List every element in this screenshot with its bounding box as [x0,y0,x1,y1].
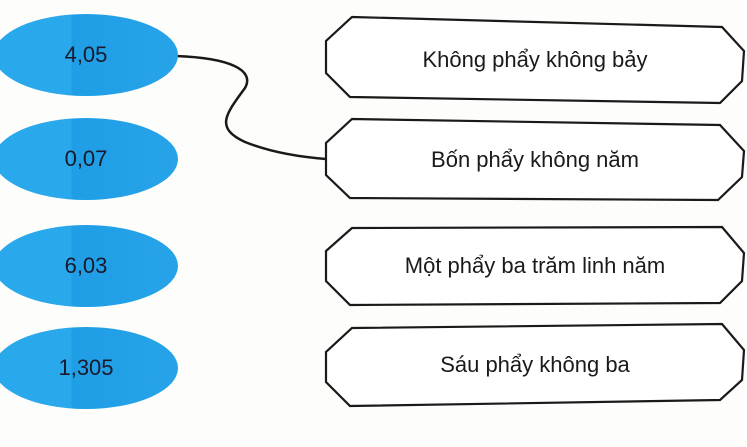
word-label: Bốn phẩy không năm [431,147,639,172]
hexagon-shape [324,117,746,202]
hexagon-shape [324,322,746,408]
word-box-4[interactable]: Sáu phẩy không ba [324,322,746,408]
number-label: 4,05 [64,42,108,67]
number-label: 0,07 [64,146,108,171]
number-oval-4[interactable]: 1,305 [0,327,178,409]
hexagon-shape [324,225,746,307]
word-box-1[interactable]: Không phẩy không bảy [324,15,746,105]
number-label: 6,03 [64,253,108,278]
word-label: Một phẩy ba trăm linh năm [404,253,666,278]
word-label: Không phẩy không bảy [422,47,648,72]
hexagon-shape [324,15,746,105]
word-box-2[interactable]: Bốn phẩy không năm [324,117,746,203]
number-oval-2[interactable]: 0,07 [0,118,178,200]
number-oval-3[interactable]: 6,03 [0,225,178,307]
number-oval-1[interactable]: 4,05 [0,14,178,96]
word-label: Sáu phẩy không ba [440,352,630,377]
word-box-3[interactable]: Một phẩy ba trăm linh năm [324,225,746,307]
number-label: 1,305 [58,355,114,380]
